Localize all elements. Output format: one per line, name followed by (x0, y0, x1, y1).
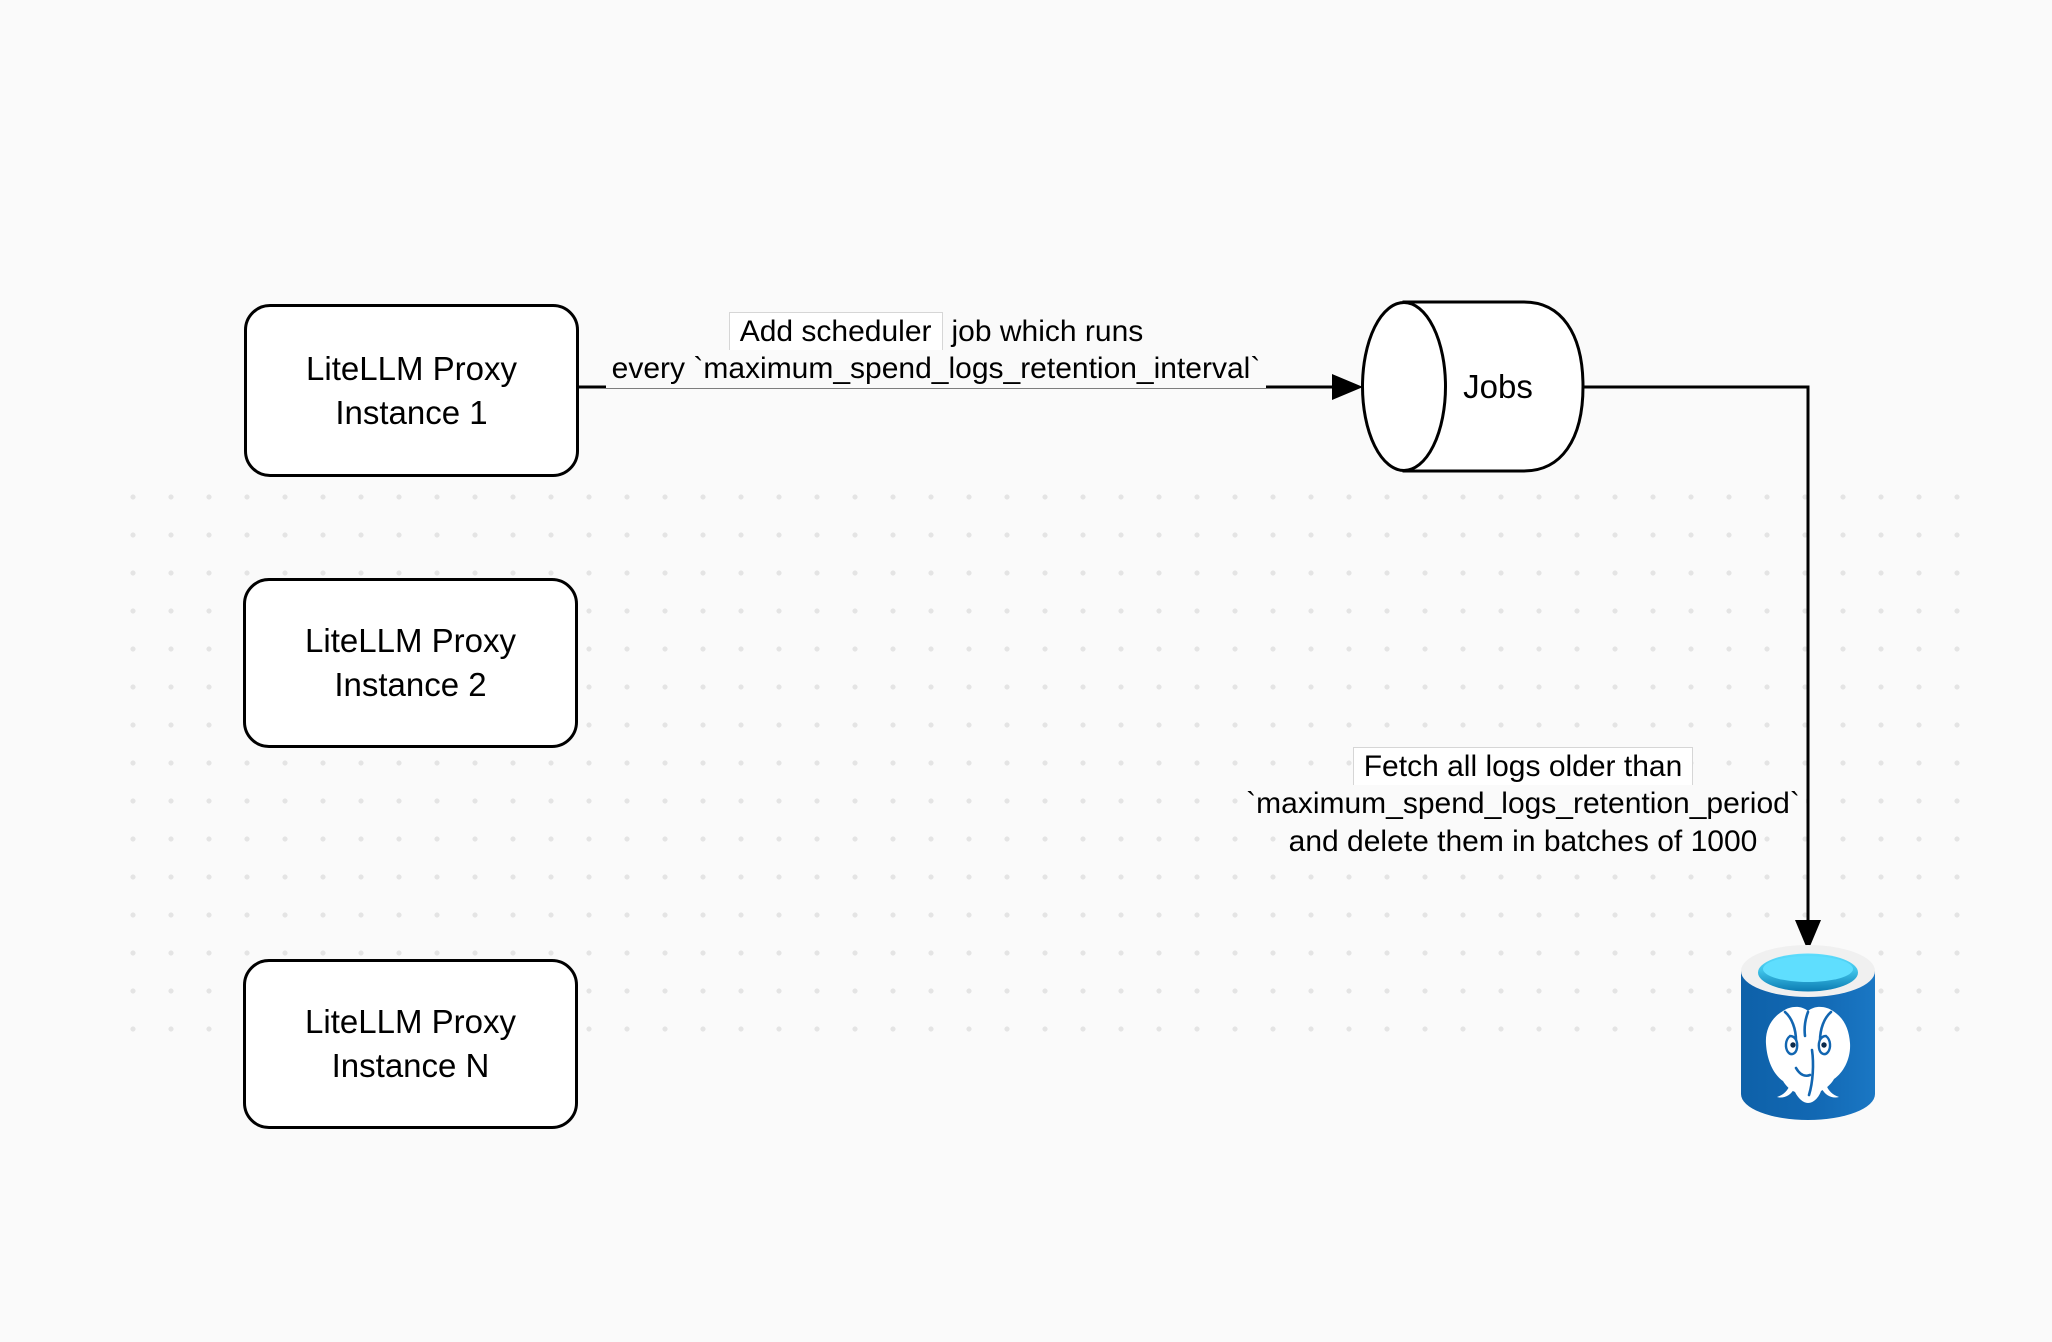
edge-label-text: and delete them in batches of 1000 (1282, 823, 1764, 861)
postgresql-database-icon (1741, 945, 1875, 1120)
node-label: LiteLLM Proxy (306, 349, 517, 387)
edge-label-text: job which runs (951, 313, 1144, 351)
node-litellm-proxy-instance-n: LiteLLM Proxy Instance N (243, 959, 578, 1129)
edge-label-fetch-delete: Fetch all logs older than `maximum_spend… (1123, 747, 1923, 861)
edge-label-text-chip: Add scheduler (728, 312, 943, 352)
node-label: LiteLLM Proxy (305, 622, 516, 659)
connector-jobs-to-postgres (1583, 385, 1810, 921)
node-label: Instance 2 (334, 666, 487, 703)
node-label: LiteLLM Proxy (305, 1003, 516, 1040)
edge-label-text: `maximum_spend_logs_retention_period` (1240, 785, 1806, 823)
jobs-cylinder (1361, 300, 1585, 473)
arrowhead-right-icon (1332, 374, 1363, 400)
node-litellm-proxy-instance-1: LiteLLM Proxy Instance 1 (244, 304, 579, 477)
jobs-node-label: Jobs (1463, 368, 1533, 405)
postgres-elephant (1765, 1006, 1851, 1103)
node-litellm-proxy-instance-2: LiteLLM Proxy Instance 2 (243, 578, 578, 748)
arrowhead-down-icon (1795, 920, 1821, 951)
edge-label-text: every `maximum_spend_logs_retention_inte… (605, 350, 1267, 388)
edge-label-text-chip: Fetch all logs older than (1352, 747, 1694, 787)
node-label: Instance N (331, 1047, 490, 1084)
node-label: Instance 1 (335, 393, 488, 431)
